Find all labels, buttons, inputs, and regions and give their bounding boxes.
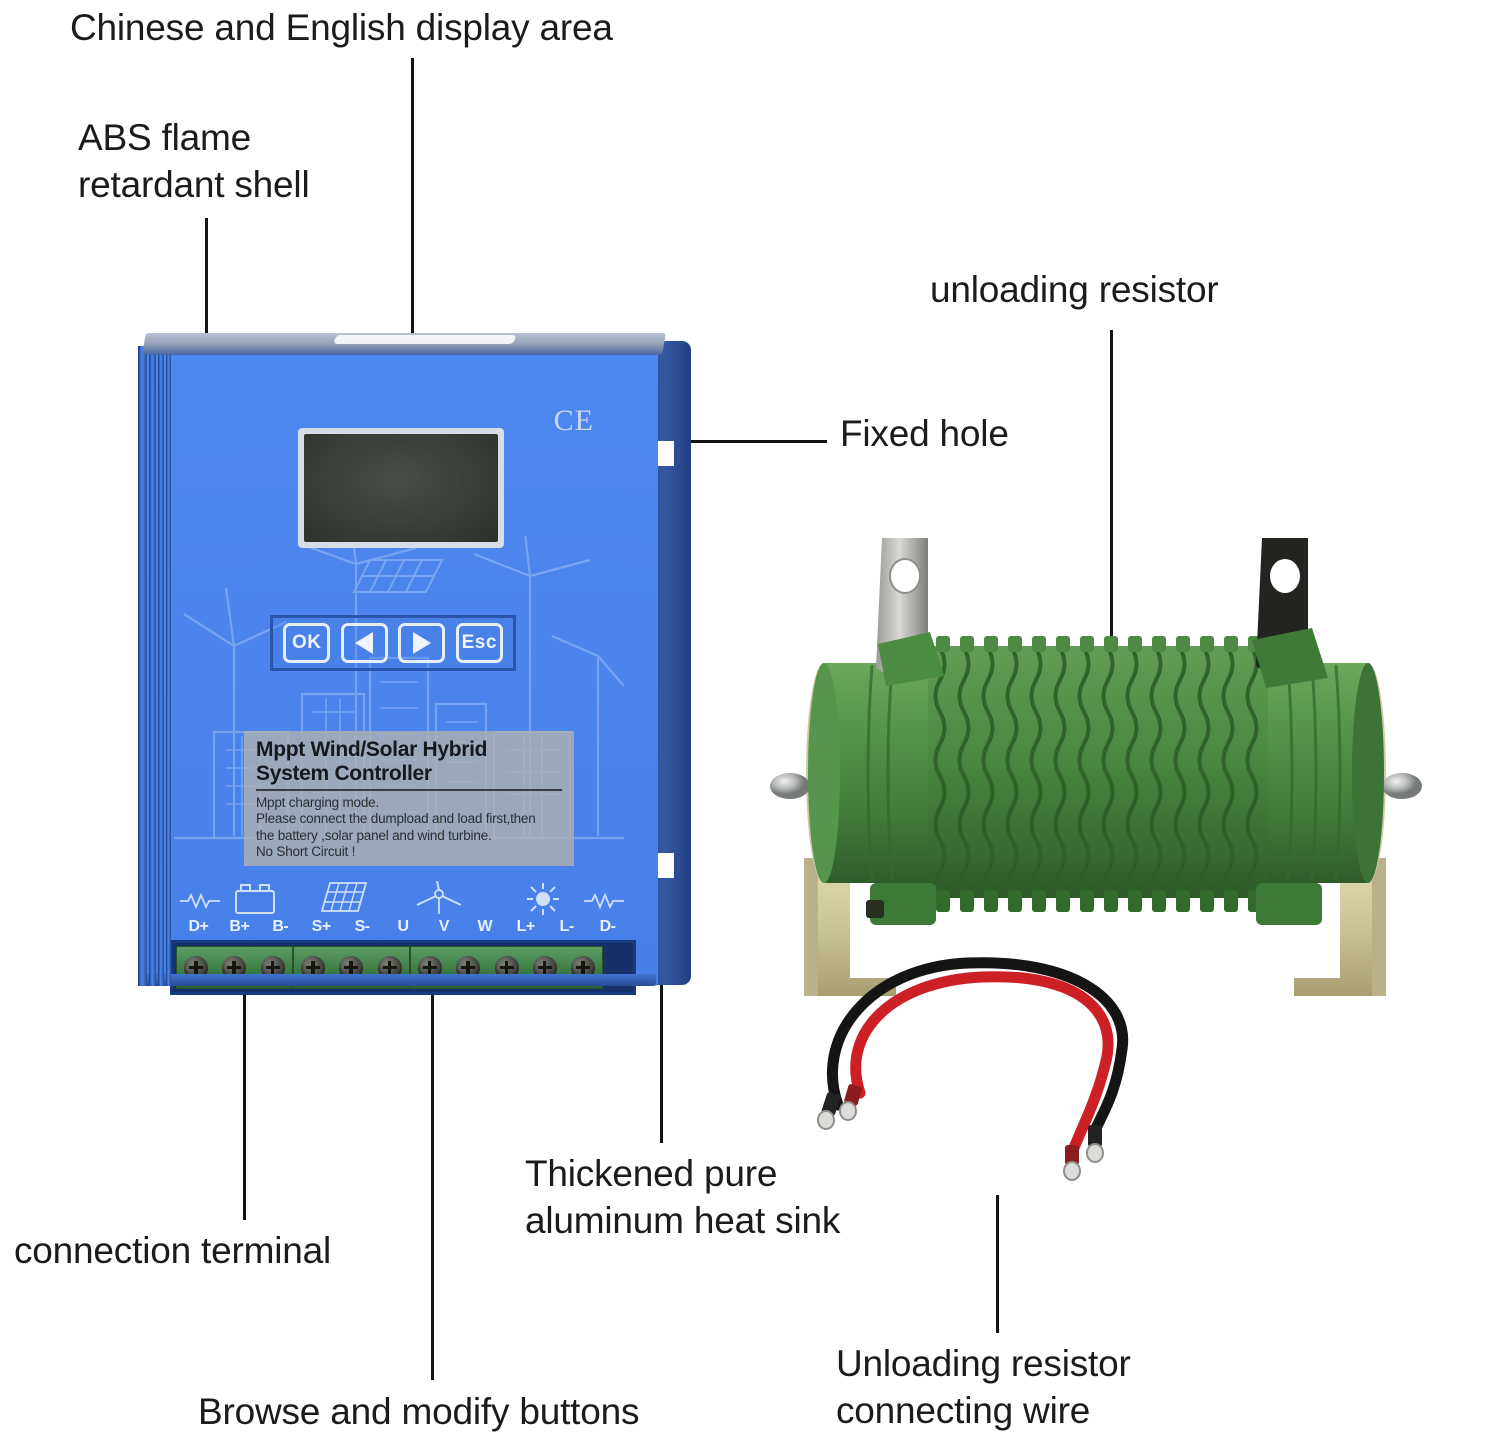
terminal-label: L-: [559, 918, 575, 935]
ce-mark: CE: [553, 404, 594, 437]
terminal-label: S-: [354, 918, 370, 935]
terminal-label: L+: [516, 918, 536, 935]
terminal-tab-right: [1252, 538, 1328, 688]
info-plate: Mppt Wind/Solar Hybrid System Controller…: [244, 731, 574, 866]
terminal-icon-row: [178, 881, 628, 917]
saddle-foot-right: [1256, 883, 1322, 925]
triangle-left-icon: [355, 632, 374, 654]
callout-label-buttons: Browse and modify buttons: [198, 1391, 640, 1432]
connection-terminal-block[interactable]: [170, 940, 636, 995]
resistor-icon-2: [584, 892, 624, 910]
unloading-resistor-connecting-wire: [817, 957, 1129, 1181]
terminal-label: U: [397, 918, 409, 935]
leader-line-heat-sink: [660, 975, 663, 1143]
leader-line-display-area: [411, 58, 414, 456]
bottom-lip: [144, 974, 656, 986]
black-wire: [827, 957, 1129, 1139]
red-wire: [850, 971, 1114, 1159]
fin: [138, 346, 147, 986]
lamp-icon: [527, 883, 559, 915]
mounting-bracket-right: [1294, 858, 1386, 996]
leader-line-buttons: [431, 642, 434, 1380]
mounting-flange: [652, 341, 691, 985]
resistor-icon: [180, 892, 220, 910]
right-arrow-button[interactable]: [398, 623, 446, 663]
top-cap: [142, 333, 666, 355]
callout-label-display-area: Chinese and English display area: [70, 7, 613, 48]
fin: [149, 346, 156, 986]
unloading-resistor: [770, 538, 1422, 996]
callout-label-connection-terminal: connection terminal: [14, 1230, 332, 1271]
left-arrow-button[interactable]: [340, 623, 388, 663]
terminal-label: B-: [272, 918, 289, 935]
terminal-label: W: [477, 918, 493, 935]
mounting-bracket-left: [804, 858, 896, 996]
terminal-label: D-: [599, 918, 616, 935]
terminal-label-row: D+ B+ B- S+ S- U V W L+ L- D-: [178, 918, 628, 940]
end-bolt-left: [770, 773, 810, 799]
esc-button[interactable]: Esc: [455, 623, 503, 663]
ring-terminal-red-left: [839, 1084, 862, 1121]
wind-turbine-icon: [416, 881, 462, 914]
terminal-tab-left: [876, 538, 944, 686]
ok-button[interactable]: OK: [283, 623, 331, 663]
ring-terminal-red-right: [1063, 1145, 1081, 1181]
top-gloss: [333, 335, 517, 344]
fin: [166, 346, 171, 986]
ring-terminal-black-right: [1086, 1125, 1104, 1163]
ring-terminal-black-left: [817, 1092, 841, 1130]
leader-line-connection-terminal: [243, 948, 246, 1220]
callout-label-shell: ABS flame retardant shell: [78, 117, 310, 206]
lcd-screen: [304, 434, 498, 542]
mppt-controller: CE OK Esc Mppt Wind/Solar Hybrid System …: [138, 333, 691, 995]
end-bolt-right: [1382, 773, 1422, 799]
lcd-display: [298, 428, 504, 548]
callout-label-fixed-hole: Fixed hole: [840, 413, 1009, 454]
plate-title: Mppt Wind/Solar Hybrid System Controller: [256, 738, 562, 791]
corrugated-fins: [928, 636, 1268, 912]
saddle-foot-left: [870, 883, 936, 925]
button-bar: OK Esc: [270, 615, 516, 671]
callout-label-unloading-resistor: unloading resistor: [930, 269, 1219, 310]
controller-body: CE OK Esc Mppt Wind/Solar Hybrid System …: [138, 346, 658, 995]
triangle-right-icon: [412, 632, 431, 654]
leader-line-unloading-resistor: [1110, 330, 1113, 690]
battery-icon: [235, 884, 275, 914]
leader-line-connecting-wire: [996, 1195, 999, 1333]
heat-sink-fins-left: [138, 346, 172, 986]
terminal-label: D+: [188, 918, 209, 935]
leader-line-shell: [205, 218, 208, 406]
solar-panel-icon: [320, 882, 368, 912]
terminal-label: V: [438, 918, 450, 935]
plate-note: Mppt charging mode. Please connect the d…: [256, 794, 536, 860]
body-grooves: [866, 664, 1342, 882]
fin: [158, 346, 164, 986]
terminal-label: S+: [311, 918, 332, 935]
terminal-label: B+: [229, 918, 250, 935]
callout-label-heat-sink: Thickened pure aluminum heat sink: [525, 1153, 841, 1242]
callout-label-connecting-wire: Unloading resistor connecting wire: [836, 1343, 1131, 1432]
leader-line-fixed-hole: [672, 440, 827, 443]
